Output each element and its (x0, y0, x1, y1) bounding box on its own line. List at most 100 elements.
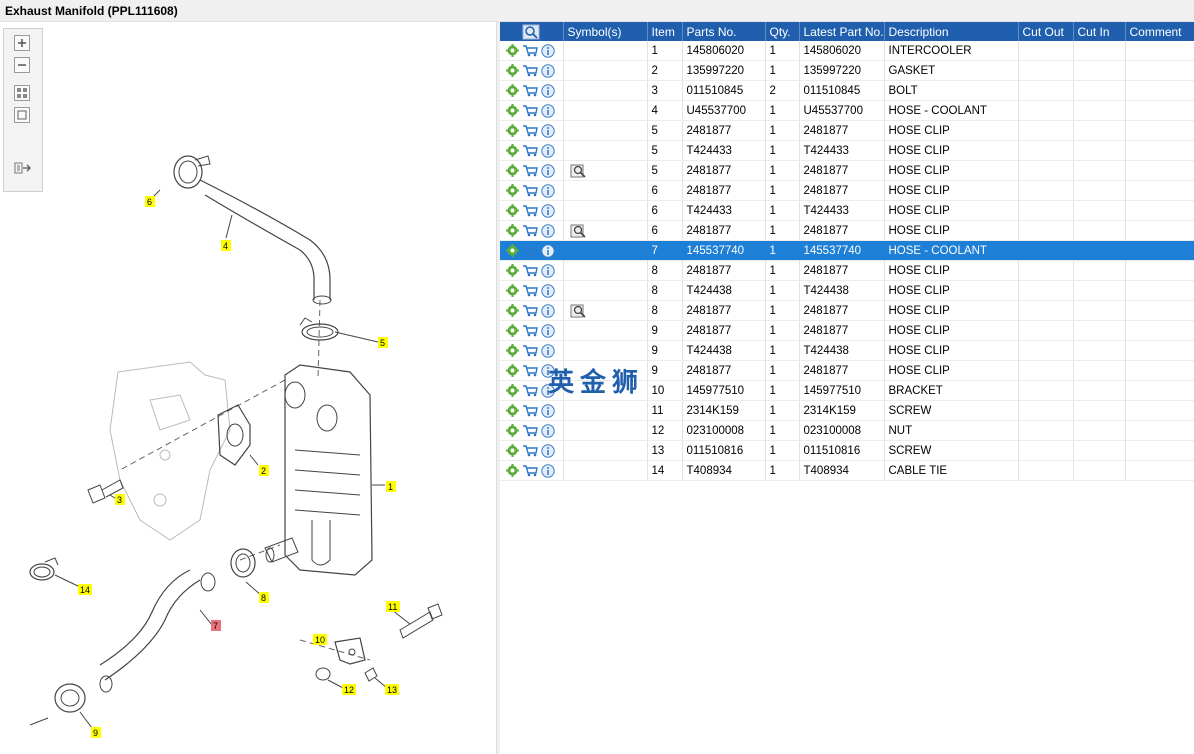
fit-all-button[interactable] (14, 85, 30, 101)
cart-icon[interactable] (522, 144, 538, 157)
cart-icon[interactable] (522, 264, 538, 277)
info-icon[interactable] (541, 83, 555, 98)
callout-14[interactable]: 14 (78, 584, 92, 595)
callout-13[interactable]: 13 (385, 684, 399, 695)
gear-icon[interactable] (506, 404, 519, 417)
callout-6[interactable]: 6 (145, 196, 155, 207)
callout-9[interactable]: 9 (91, 727, 101, 738)
info-icon[interactable] (541, 323, 555, 338)
cart-icon[interactable] (522, 324, 538, 337)
column-header-comment[interactable]: Comment (1125, 22, 1194, 41)
gear-icon[interactable] (506, 304, 519, 317)
gear-icon[interactable] (506, 264, 519, 277)
cart-icon[interactable] (522, 124, 538, 137)
cart-icon[interactable] (522, 284, 538, 297)
gear-icon[interactable] (506, 204, 519, 217)
gear-icon[interactable] (506, 444, 519, 457)
info-icon[interactable] (541, 163, 555, 178)
column-header-description[interactable]: Description (884, 22, 1019, 41)
pane-splitter[interactable] (496, 22, 500, 754)
magnify-document-icon[interactable] (570, 224, 587, 238)
info-icon[interactable] (541, 463, 555, 478)
info-icon[interactable] (541, 63, 555, 78)
cart-icon[interactable] (522, 184, 538, 197)
cart-icon[interactable] (522, 444, 538, 457)
column-header-symbols[interactable]: Symbol(s) (563, 22, 648, 41)
gear-icon[interactable] (506, 64, 519, 77)
info-icon[interactable] (541, 303, 555, 318)
info-icon[interactable] (541, 103, 555, 118)
actual-size-button[interactable] (14, 107, 30, 123)
gear-icon[interactable] (506, 324, 519, 337)
callout-7[interactable]: 7 (211, 620, 221, 631)
callout-5[interactable]: 5 (378, 337, 388, 348)
column-header-latest-part-no[interactable]: Latest Part No. (799, 22, 885, 41)
gear-icon[interactable] (506, 424, 519, 437)
export-button[interactable] (14, 161, 31, 177)
info-icon[interactable] (541, 343, 555, 358)
info-icon[interactable] (541, 363, 555, 378)
magnify-document-icon[interactable] (570, 304, 587, 318)
gear-icon[interactable] (506, 104, 519, 117)
gear-icon[interactable] (506, 284, 519, 297)
info-icon[interactable] (541, 263, 555, 278)
cart-icon[interactable] (522, 164, 538, 177)
cart-icon[interactable] (522, 44, 538, 57)
info-icon[interactable] (541, 223, 555, 238)
callout-8[interactable]: 8 (259, 592, 269, 603)
column-header-parts-no[interactable]: Parts No. (682, 22, 766, 41)
column-header-cut-in[interactable]: Cut In (1073, 22, 1126, 41)
zoom-in-button[interactable] (14, 35, 30, 51)
cart-icon[interactable] (522, 404, 538, 417)
callout-10[interactable]: 10 (313, 634, 327, 645)
cart-icon[interactable] (522, 344, 538, 357)
info-icon[interactable] (541, 403, 555, 418)
callout-1[interactable]: 1 (386, 481, 396, 492)
gear-icon[interactable] (506, 364, 519, 377)
callout-4[interactable]: 4 (221, 240, 231, 251)
callout-2[interactable]: 2 (259, 465, 269, 476)
callout-3[interactable]: 3 (115, 494, 125, 505)
info-icon[interactable] (541, 203, 555, 218)
cart-icon[interactable] (522, 84, 538, 97)
column-header-actions[interactable] (500, 22, 564, 41)
cart-icon[interactable] (522, 64, 538, 77)
info-icon[interactable] (541, 423, 555, 438)
gear-icon[interactable] (506, 224, 519, 237)
cart-icon[interactable] (522, 204, 538, 217)
cart-icon[interactable] (522, 384, 538, 397)
callout-11[interactable]: 11 (386, 601, 400, 612)
gear-icon[interactable] (506, 184, 519, 197)
gear-icon[interactable] (506, 384, 519, 397)
gear-icon[interactable] (506, 144, 519, 157)
cart-icon[interactable] (522, 224, 538, 237)
magnify-document-icon[interactable] (570, 164, 587, 178)
gear-icon[interactable] (506, 464, 519, 477)
cart-icon[interactable] (522, 364, 538, 377)
info-icon[interactable] (541, 443, 555, 458)
info-icon[interactable] (541, 143, 555, 158)
gear-icon[interactable] (506, 344, 519, 357)
info-icon[interactable] (541, 243, 555, 258)
gear-icon[interactable] (506, 244, 519, 257)
cart-icon[interactable] (522, 304, 538, 317)
column-header-cut-out[interactable]: Cut Out (1018, 22, 1074, 41)
gear-icon[interactable] (506, 44, 519, 57)
column-header-item[interactable]: Item (647, 22, 683, 41)
